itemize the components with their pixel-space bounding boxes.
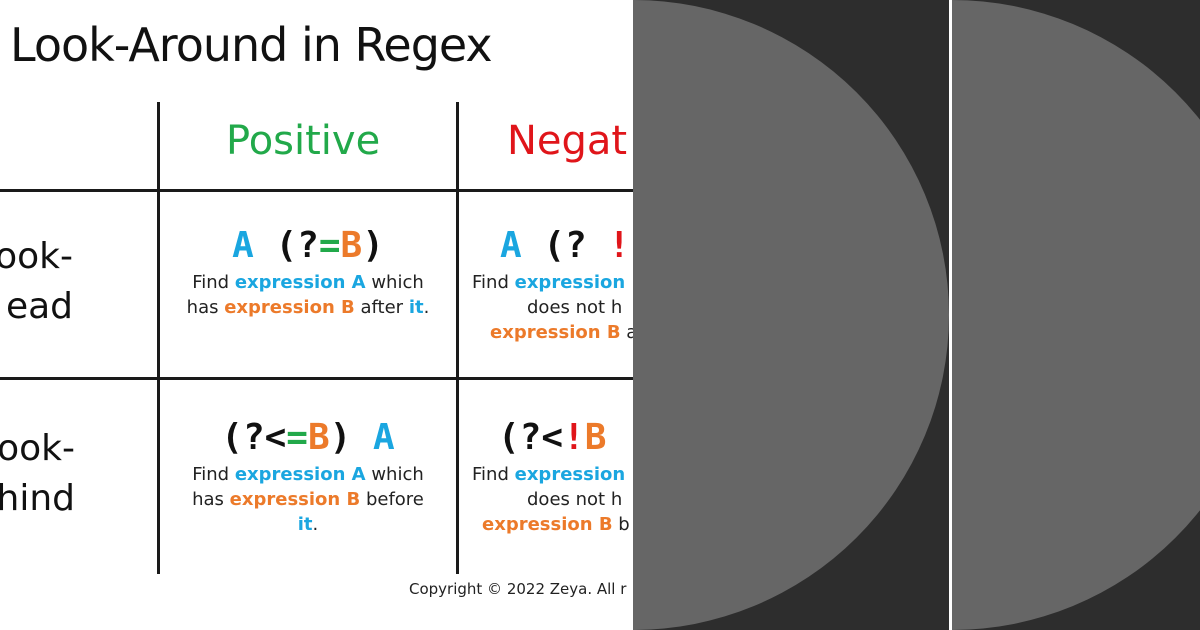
description-negative-lookbehind: Find expression does not h expression B … <box>462 462 633 537</box>
desc-expression-a: expression A <box>234 464 366 485</box>
description-positive-lookahead: Find expression A which has expression B… <box>162 270 454 320</box>
desc-it: it <box>297 514 313 535</box>
desc-text: . <box>423 297 430 318</box>
cell-positive-lookbehind: (?<=B) A Find expression A which has exp… <box>162 416 454 537</box>
grid-line-vertical-1 <box>157 102 160 574</box>
formula-token-open: (? <box>275 225 319 266</box>
column-header-positive: Positive <box>226 118 381 164</box>
desc-text: which <box>365 464 424 485</box>
formula-token-open: (?< <box>498 417 564 458</box>
desc-expression-b: expression B <box>224 297 355 318</box>
formula-token-b: B <box>584 417 607 458</box>
row-header-lookahead: ook- ead <box>0 236 73 327</box>
formula-token-a: A <box>232 225 254 266</box>
grid-line-horizontal-2 <box>0 377 633 380</box>
desc-expression-b: expression B <box>482 514 613 535</box>
desc-text: Find <box>192 272 235 293</box>
desc-expression-b: expression B <box>490 322 621 343</box>
formula-token-close: ) <box>362 225 384 266</box>
desc-expression-a: expression <box>514 272 626 293</box>
panel-divider <box>949 0 952 630</box>
desc-text: has <box>186 297 225 318</box>
formula-token-b: B <box>340 225 363 266</box>
formula-negative-lookbehind: (?<!B <box>462 416 633 460</box>
formula-negative-lookahead: A (? ! ! <box>462 224 633 268</box>
desc-text: has <box>192 489 230 510</box>
formula-positive-lookbehind: (?<=B) A <box>162 416 454 460</box>
formula-token-b: B <box>307 417 330 458</box>
description-positive-lookbehind: Find expression A which has expression B… <box>162 462 454 537</box>
column-header-negative: Negat <box>507 118 628 164</box>
desc-text: . <box>312 514 319 535</box>
desc-text: does not h <box>527 489 623 510</box>
formula-token-equals: = <box>286 417 308 458</box>
desc-it: it <box>408 297 424 318</box>
half-circle-shape-2 <box>952 0 1200 630</box>
desc-text: Find <box>192 464 235 485</box>
desc-expression-a: expression A <box>234 272 366 293</box>
desc-text: before <box>360 489 424 510</box>
desc-text: Find <box>472 464 515 485</box>
desc-text: which <box>365 272 424 293</box>
formula-token-a: A <box>500 225 522 266</box>
formula-token-a: A <box>373 417 395 458</box>
cell-negative-lookahead: A (? ! ! Find expression does not h expr… <box>462 224 633 345</box>
desc-text: after <box>354 297 409 318</box>
formula-token-open: (? <box>543 225 587 266</box>
dark-panel-1 <box>633 0 949 630</box>
desc-text: Find <box>472 272 515 293</box>
formula-token-equals: = <box>318 225 341 266</box>
desc-expression-a: expression <box>514 464 626 485</box>
grid-line-vertical-2 <box>456 102 459 574</box>
cell-positive-lookahead: A (?=B) Find expression A which has expr… <box>162 224 454 320</box>
formula-token-not: ! <box>608 225 631 266</box>
row-header-lookbehind: ook- hind <box>0 428 75 519</box>
description-negative-lookahead: Find expression does not h expression B … <box>462 270 633 345</box>
formula-token-open: (?< <box>221 417 287 458</box>
desc-expression-b: expression B <box>229 489 361 510</box>
lookaround-cheat-sheet: Look-Around in Regex Positive Negat ook-… <box>0 18 633 598</box>
formula-token-not: ! <box>563 417 585 458</box>
half-circle-shape-1 <box>633 0 949 630</box>
desc-text: a <box>626 322 633 343</box>
desc-text: does not h <box>527 297 623 318</box>
formula-positive-lookahead: A (?=B) <box>162 224 454 268</box>
cell-negative-lookbehind: (?<!B Find expression does not h express… <box>462 416 633 537</box>
formula-token-close: ) <box>329 417 352 458</box>
dark-panel-2 <box>952 0 1200 630</box>
sheet-title: Look-Around in Regex <box>10 18 493 72</box>
copyright-notice: Copyright © 2022 Zeya. All r <box>409 580 627 598</box>
grid-line-horizontal-1 <box>0 189 633 192</box>
desc-text: b <box>612 514 630 535</box>
